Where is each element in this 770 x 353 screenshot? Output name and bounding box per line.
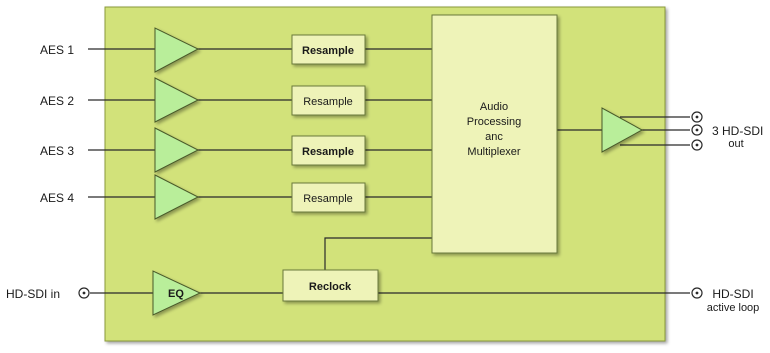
processor-label-line-1: Audio [480, 101, 508, 113]
audio-processor-block [431, 14, 558, 254]
processor-label-line-2: Processing [467, 116, 521, 128]
wires [88, 48, 690, 294]
aes-4-label: AES 4 [40, 191, 74, 205]
reclock-label: Reclock [309, 281, 352, 293]
reclock-block [282, 269, 379, 302]
aes-1-label: AES 1 [40, 43, 74, 57]
eq-label: EQ [168, 288, 184, 300]
resample-block-3 [291, 135, 366, 166]
main-output-label-line-2: out [728, 138, 743, 150]
resample-label-3: Resample [302, 146, 354, 158]
aes-4-buffer [154, 174, 200, 220]
board-panel [104, 6, 666, 342]
processor-label-line-4: Multiplexer [467, 146, 521, 158]
main-output-label-line-1: 3 HD-SDI [712, 124, 763, 138]
resample-label-4: Resample [303, 193, 353, 205]
output-driver [601, 107, 644, 153]
aes-2-buffer [154, 77, 200, 123]
aes-3-buffer [154, 127, 200, 173]
aes-2-label: AES 2 [40, 94, 74, 108]
processor-label-line-3: anc [485, 131, 503, 143]
resample-block-2 [291, 85, 366, 116]
loop-output-label-line-1: HD-SDI [712, 287, 753, 301]
resample-label-1: Resample [302, 45, 354, 57]
aes-1-buffer [154, 27, 200, 73]
aes-3-label: AES 3 [40, 144, 74, 158]
resample-label-2: Resample [303, 96, 353, 108]
resample-block-1 [291, 34, 366, 65]
resample-block-4 [291, 182, 366, 213]
eq-amplifier [152, 270, 202, 316]
hdsdi-in-label: HD-SDI in [6, 287, 60, 301]
loop-output-label-line-2: active loop [707, 302, 760, 314]
